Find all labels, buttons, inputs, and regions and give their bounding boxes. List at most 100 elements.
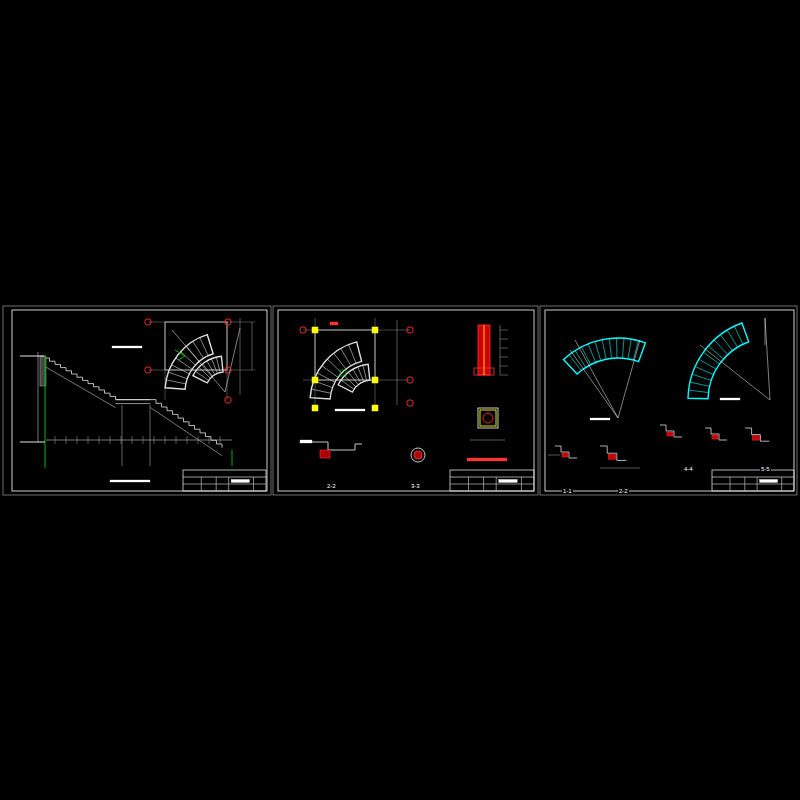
sheet-3 xyxy=(540,306,797,495)
tread-line xyxy=(317,373,335,382)
section-cut xyxy=(753,436,760,440)
winder-flight xyxy=(338,364,370,392)
tread-line xyxy=(193,341,204,358)
tread-line xyxy=(216,357,220,373)
title-rule xyxy=(201,477,202,491)
tread-line xyxy=(181,352,196,365)
dimension-tick xyxy=(154,436,155,444)
sheet-border xyxy=(12,310,267,491)
tread-line xyxy=(734,326,743,344)
column-square xyxy=(372,327,378,333)
title-rule xyxy=(496,477,497,491)
tread-line xyxy=(633,341,638,360)
winder-flight xyxy=(193,356,223,383)
stair-steps xyxy=(44,358,116,400)
tread-line xyxy=(341,380,354,389)
dimension-tick xyxy=(77,436,78,444)
dimension-tick xyxy=(198,436,199,444)
rebar xyxy=(484,325,485,375)
section-label: 1-1 xyxy=(562,488,573,494)
dimension-tick xyxy=(187,436,188,444)
tread-line xyxy=(628,339,631,359)
tread-line xyxy=(622,338,623,358)
title-rule xyxy=(781,477,782,491)
section-label: 3-3 xyxy=(410,483,421,489)
tread-line xyxy=(588,344,595,363)
circular-section xyxy=(411,448,425,462)
dimension-line xyxy=(548,455,560,456)
title-rule xyxy=(730,477,731,491)
title-block xyxy=(712,470,794,491)
axis-line xyxy=(232,450,233,466)
view-title-bar xyxy=(590,418,610,420)
view-title-bar xyxy=(110,480,150,482)
grid-line xyxy=(227,322,228,400)
landing xyxy=(116,399,151,400)
tread-line xyxy=(207,361,215,375)
sheet-border xyxy=(545,310,794,491)
dimension-tick xyxy=(165,436,166,444)
section-cut xyxy=(608,454,615,459)
tread-line xyxy=(695,367,713,375)
section-label: 4-4 xyxy=(683,466,694,472)
curved-flight-plan xyxy=(688,323,749,399)
step-section xyxy=(705,428,727,440)
grid-bubble xyxy=(407,377,413,383)
tread-line xyxy=(311,389,331,393)
radius-line xyxy=(575,340,618,418)
dimension-tick xyxy=(110,436,111,444)
curved-flight-plan xyxy=(563,338,645,374)
label-holder: 2-2 xyxy=(326,474,337,492)
grid-line xyxy=(303,330,410,331)
tread-line xyxy=(358,367,364,382)
grid-line xyxy=(303,380,410,381)
section-label: 2-2 xyxy=(326,483,337,489)
dimension-tick xyxy=(132,436,133,444)
tread-line xyxy=(211,359,217,374)
sheet-1 xyxy=(3,306,271,495)
tread-line xyxy=(616,338,617,358)
tread-line xyxy=(200,338,208,356)
tread-line xyxy=(348,372,358,385)
section-cut xyxy=(562,453,568,457)
sheet-border xyxy=(278,310,534,491)
grid-bubble xyxy=(145,319,151,325)
dimension-tick xyxy=(500,366,508,367)
dimension-tick xyxy=(88,436,89,444)
circular-core xyxy=(414,451,422,459)
step-section xyxy=(600,446,626,460)
tread-line xyxy=(581,347,590,365)
dimension-tick xyxy=(176,436,177,444)
label-holder: 5-5 xyxy=(760,457,771,475)
radius-line xyxy=(700,345,770,400)
step-section xyxy=(745,428,769,441)
title-rule xyxy=(521,477,522,491)
slab-underside xyxy=(151,408,223,456)
axis-line xyxy=(45,355,46,468)
tread-line xyxy=(689,390,709,392)
dimension-line xyxy=(252,322,253,370)
radius-line xyxy=(765,318,766,345)
rebar-circle xyxy=(483,413,493,423)
title-text-bar xyxy=(499,479,517,482)
view-title-bar xyxy=(720,398,740,400)
column-line xyxy=(122,405,123,466)
title-block xyxy=(450,470,534,491)
grid-line xyxy=(148,322,255,323)
title-rule xyxy=(757,477,758,491)
tread-line xyxy=(595,341,601,360)
step-section xyxy=(555,446,577,458)
grid-bubble xyxy=(145,367,151,373)
title-block xyxy=(183,470,266,491)
dimension-line xyxy=(46,440,232,441)
section-cut xyxy=(712,435,718,439)
tread-line xyxy=(692,374,711,380)
dimension-tick xyxy=(500,339,508,340)
sheet-frame xyxy=(540,306,797,495)
tread-line xyxy=(690,382,710,386)
dimension-line xyxy=(600,468,640,469)
tread-line xyxy=(166,380,186,384)
level-mark xyxy=(20,356,44,357)
title-rule xyxy=(253,477,254,491)
